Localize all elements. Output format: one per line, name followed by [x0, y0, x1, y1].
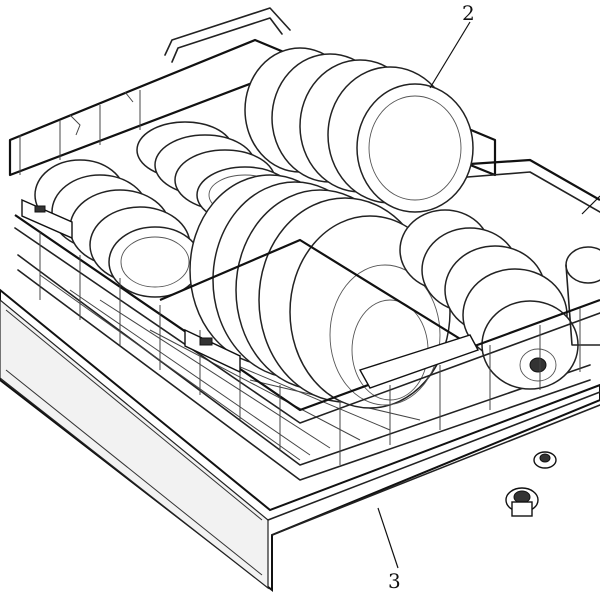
- callout-2: 2: [429, 1, 475, 89]
- adjuster-knob-front: [505, 487, 539, 517]
- adjuster-knob-rear: [533, 451, 557, 469]
- rack-handle-front: [358, 334, 480, 389]
- rack-clip-left: [21, 198, 73, 240]
- bowl-stack-right: [399, 209, 579, 390]
- cup-right: [565, 246, 600, 346]
- plate-stack-back: [244, 47, 474, 213]
- drawer-front-panel: [0, 288, 600, 593]
- rack-base-grid: [17, 254, 591, 481]
- rack-clip-center: [184, 328, 241, 374]
- label-3: 3: [388, 569, 401, 593]
- callout-3: 3: [377, 507, 401, 593]
- callout-right-leader: [581, 195, 600, 215]
- rack-upper-frame: [8, 7, 600, 213]
- bowl-stack-left-front: [34, 159, 202, 298]
- label-2: 2: [462, 1, 475, 25]
